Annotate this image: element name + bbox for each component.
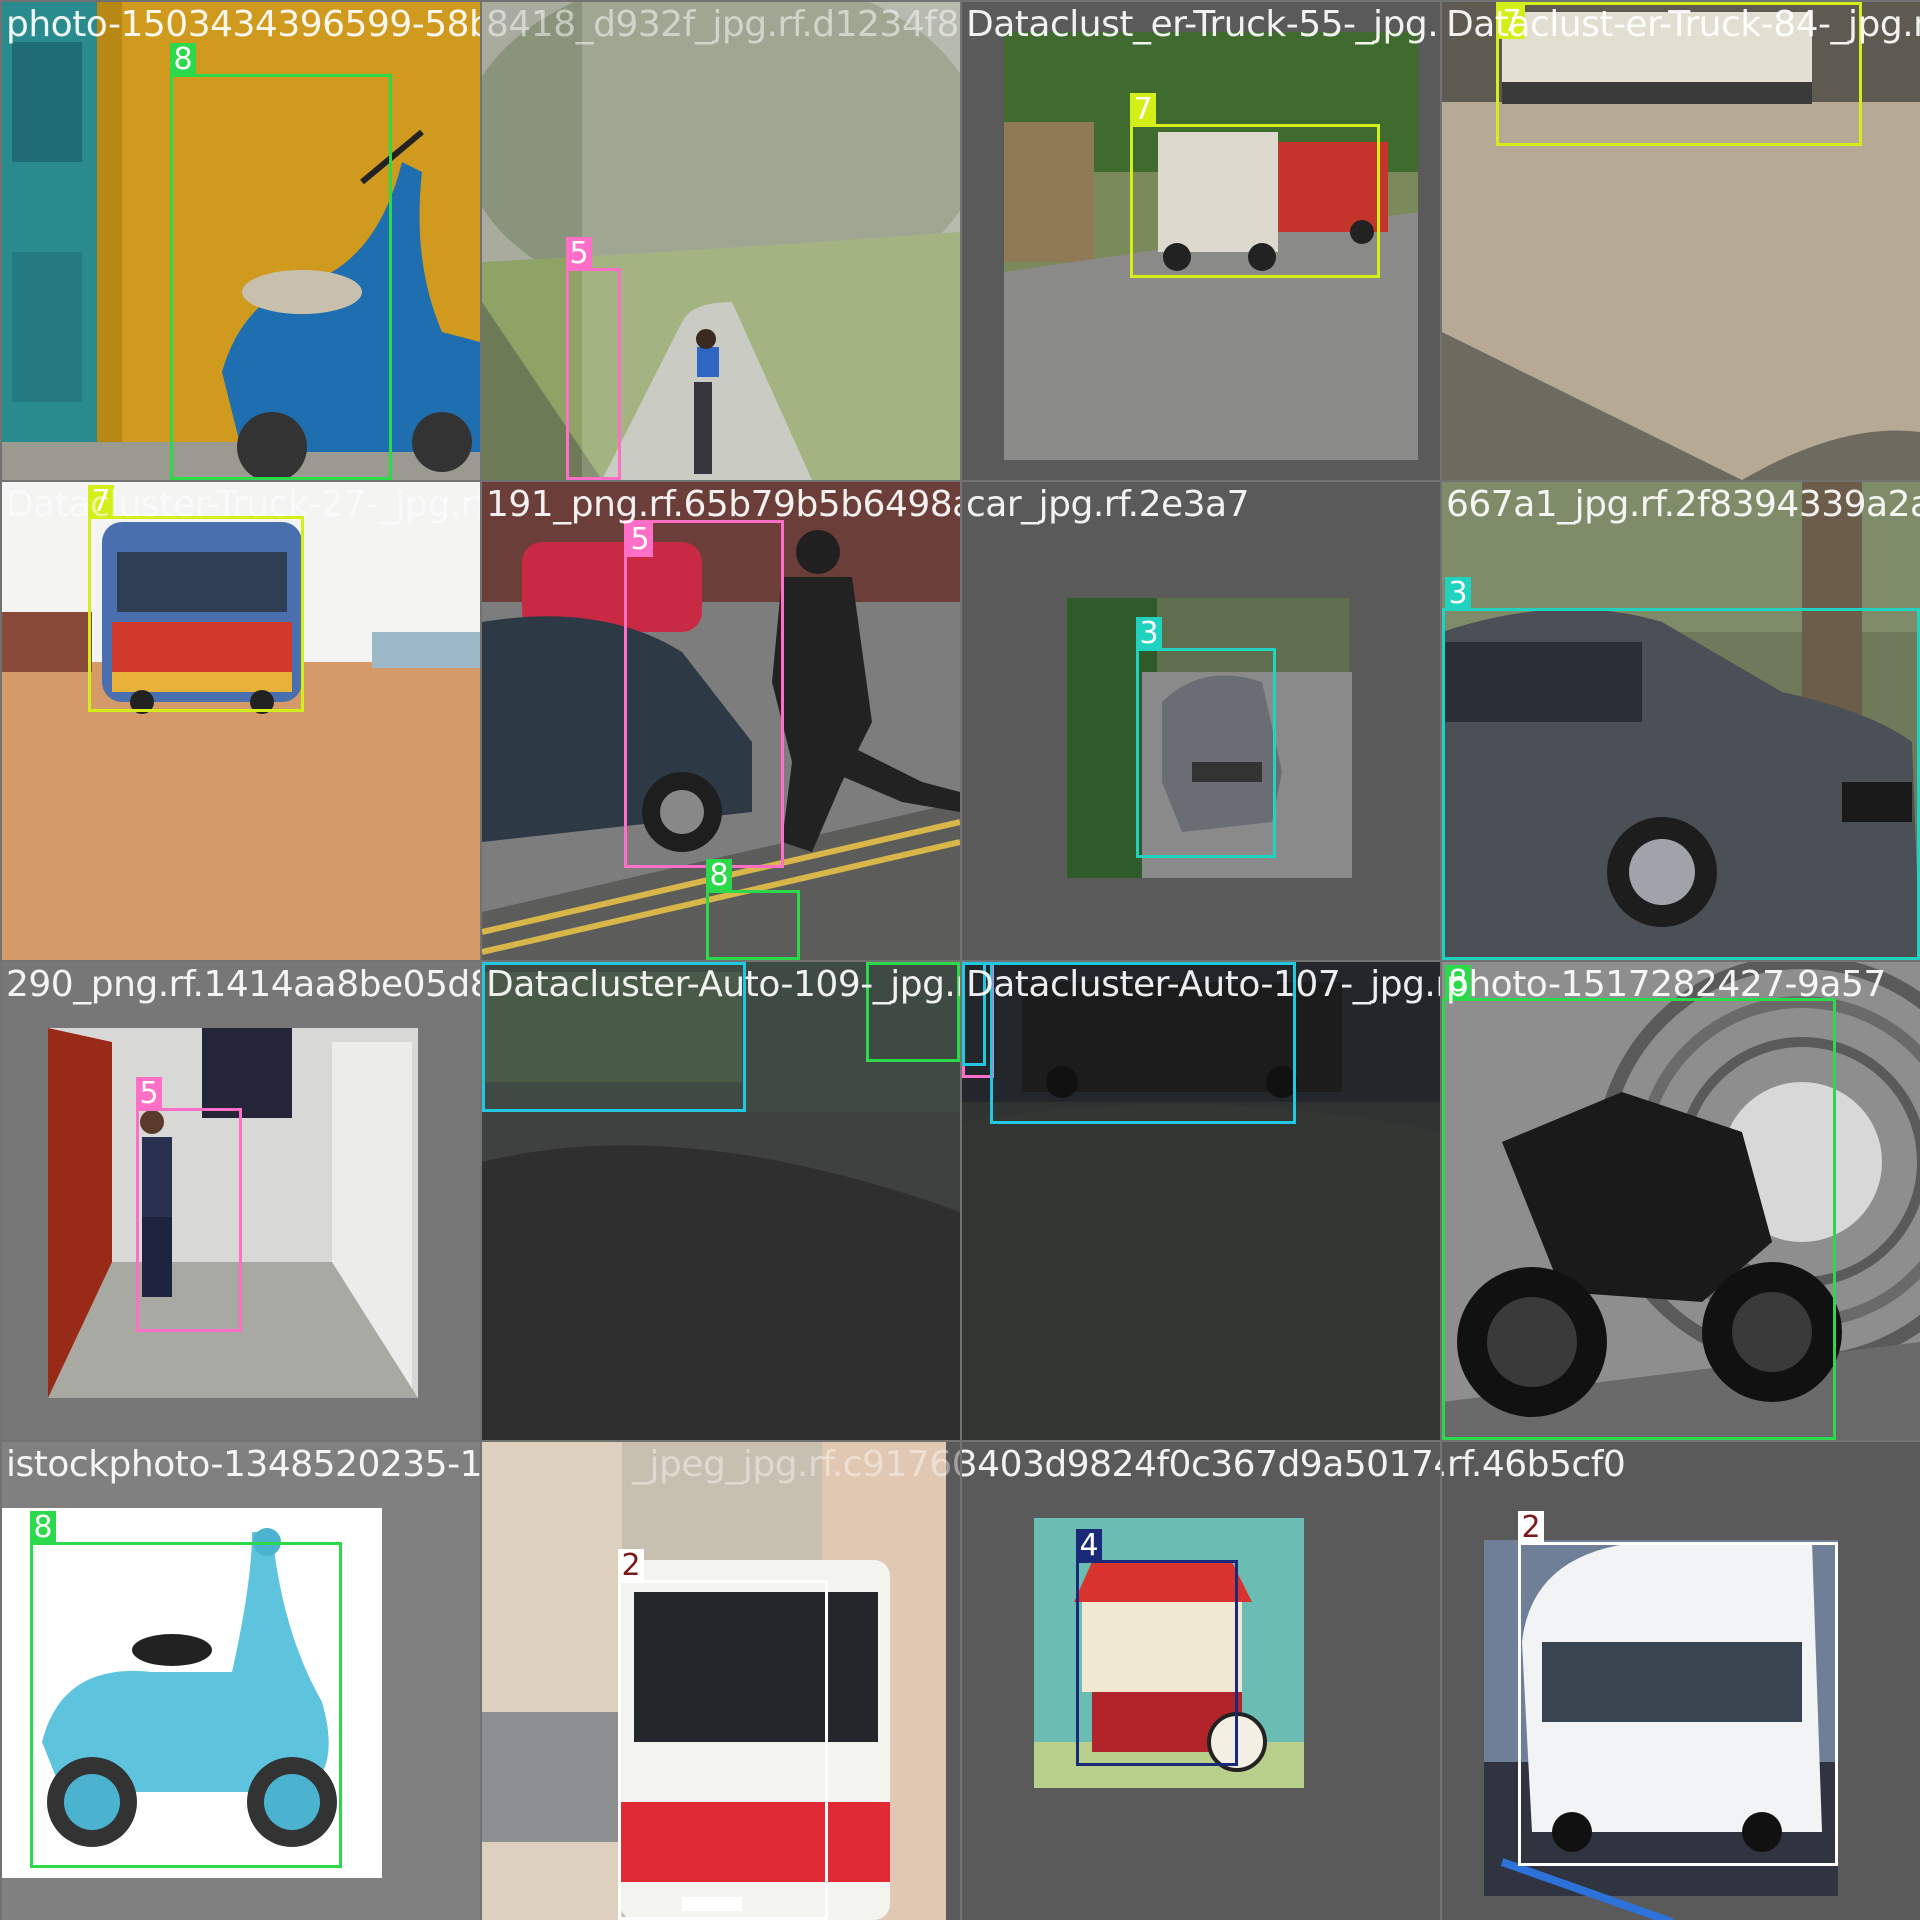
- street-running-man-image: [482, 482, 960, 960]
- gray-sedan-image: [1442, 482, 1920, 960]
- bbox: 1: [962, 962, 993, 1066]
- bbox-label: 7: [1499, 5, 1525, 39]
- tile-parked-car: 3 car_jpg.rf.2e3a7: [962, 482, 1440, 960]
- bbox: 1: [990, 962, 1296, 1124]
- tile-filename: Dataclust_er-Truck-55-_jpg.rf.3350: [966, 4, 1440, 45]
- bbox-label: 4: [1076, 1529, 1102, 1563]
- tile-popcorn-cart: 4 b76a4e3403d9824f0c367d9a5017406_jpg: [962, 1442, 1440, 1920]
- bbox: 8: [866, 962, 960, 1062]
- bbox-label: 2: [1518, 1511, 1544, 1545]
- white-bus-image: [1442, 1442, 1920, 1920]
- bbox-label: 5: [627, 523, 653, 557]
- tile-scooter-yellow-wall: 8 photo-1503434396599-58ba8418d932f_jpg.…: [2, 2, 480, 480]
- bbox-label: 1: [967, 962, 993, 965]
- tile-filename: _jpeg_jpg.rf.c91760: [632, 1444, 960, 1485]
- bbox-label: 7: [88, 485, 114, 519]
- bbox: 5: [136, 1077, 242, 1332]
- tile-foggy-path-person: 5 8418_d932f_jpg.rf.d1234f81a2e: [482, 2, 960, 480]
- bbox: 7: [1496, 2, 1862, 146]
- bbox: 2: [1518, 1511, 1838, 1866]
- tile-hallway-man: 5 290_png.rf.1414aa8be05d80: [2, 962, 480, 1440]
- bbox: 8: [170, 43, 392, 480]
- tile-decorated-truck: 7 Datacluster-Truck-27-_jpg.rf.: [2, 482, 480, 960]
- hallway-man-image: [2, 962, 480, 1440]
- tile-street-running-man: 5 8 191_png.rf.65b79b5b6498a87c70216550a…: [482, 482, 960, 960]
- tile-motorcycle-tunnel: 8 photo-1517282427-9a57: [1442, 962, 1920, 1440]
- tile-filename: photo-1503434396599-58ba8418d932f_jpg.rf…: [6, 4, 480, 45]
- tile-gray-sedan: 3 667a1_jpg.rf.2f8394339a2a2: [1442, 482, 1920, 960]
- bbox: 2: [618, 1549, 828, 1920]
- tile-vespa-white: 8 istockphoto-1348520235-170667a: [2, 1442, 480, 1920]
- bbox: 3: [1442, 577, 1920, 960]
- bbox-label: 7: [1130, 93, 1156, 127]
- bbox: 8: [1442, 965, 1836, 1440]
- bbox: 5: [566, 237, 621, 480]
- popcorn-cart-image: [962, 1442, 1440, 1920]
- bbox-label: 5: [136, 1077, 162, 1111]
- city-bus-image: [482, 1442, 960, 1920]
- tile-filename: Datacluster-Auto-107-_jpg.rf.: [966, 964, 1440, 1005]
- bbox-label: 5: [566, 237, 592, 271]
- bbox: 5: [624, 520, 784, 868]
- tile-filename: 191_png.rf.65b79b5b6498a87c70216550a28e4…: [486, 484, 960, 525]
- bbox-label: 8: [1445, 965, 1471, 999]
- bbox-label: 1: [485, 962, 511, 965]
- tile-filename: Datacluster-Auto-109-_jpg.rf: [486, 964, 960, 1005]
- tile-dark-road-autos: 5 1 1 Datacluster-Auto-107-_jpg.rf.: [962, 962, 1440, 1440]
- bbox-label: 8: [170, 43, 196, 77]
- tile-filename: Datacluster-Truck-27-_jpg.rf.: [6, 484, 480, 525]
- tile-dirt-road-truck: 7 Dataclust-er-Truck-84-_jpg.rf: [1442, 2, 1920, 480]
- tile-filename: b76a4e3403d9824f0c367d9a5017406_jpg: [962, 1444, 1440, 1485]
- tile-filename: 8418_d932f_jpg.rf.d1234f81a2e: [486, 4, 960, 45]
- foggy-path-image: [482, 2, 960, 480]
- bbox-label: 8: [866, 962, 892, 965]
- bbox: 8: [30, 1511, 342, 1868]
- dark-road-auto-image: [482, 962, 960, 1440]
- bbox: 4: [1076, 1529, 1238, 1766]
- tile-white-bus: 2 BUS_jpg.rf.46b5cf0: [1442, 1442, 1920, 1920]
- tile-dark-road-auto: 1 8 Datacluster-Auto-109-_jpg.rf: [482, 962, 960, 1440]
- scooter-yellow-wall-image: [2, 2, 480, 480]
- dark-road-autos-image: [962, 962, 1440, 1440]
- tile-city-bus: 2 _jpeg_jpg.rf.c91760: [482, 1442, 960, 1920]
- bbox: 1: [482, 962, 746, 1112]
- bbox-label: 1: [990, 962, 1016, 965]
- tile-truck-roadside: 7 Dataclust_er-Truck-55-_jpg.rf.3350: [962, 2, 1440, 480]
- tile-filename: 667a1_jpg.rf.2f8394339a2a2: [1446, 484, 1920, 525]
- motorcycle-tunnel-image: [1442, 962, 1920, 1440]
- bbox: 3: [1136, 617, 1276, 858]
- bbox-label: 8: [706, 859, 732, 893]
- tile-filename: Dataclust-er-Truck-84-_jpg.rf: [1446, 4, 1920, 45]
- bbox-label: 8: [30, 1511, 56, 1545]
- bbox: 7: [88, 485, 304, 712]
- tile-filename: istockphoto-1348520235-170667a: [6, 1444, 480, 1485]
- tile-filename: BUS_jpg.rf.46b5cf0: [1442, 1444, 1626, 1485]
- tile-filename: 290_png.rf.1414aa8be05d80: [6, 964, 480, 1005]
- tile-filename: car_jpg.rf.2e3a7: [966, 484, 1250, 525]
- bbox-label: 3: [1445, 577, 1471, 611]
- dirt-road-image: [1442, 2, 1920, 480]
- bbox: 7: [1130, 93, 1380, 278]
- bbox-label: 2: [618, 1549, 644, 1583]
- truck-roadside-image: [962, 2, 1440, 480]
- bbox: 8: [706, 859, 800, 960]
- bbox-label: 3: [1136, 617, 1162, 651]
- tile-filename: photo-1517282427-9a57: [1446, 964, 1886, 1005]
- vespa-white-image: [2, 1442, 480, 1920]
